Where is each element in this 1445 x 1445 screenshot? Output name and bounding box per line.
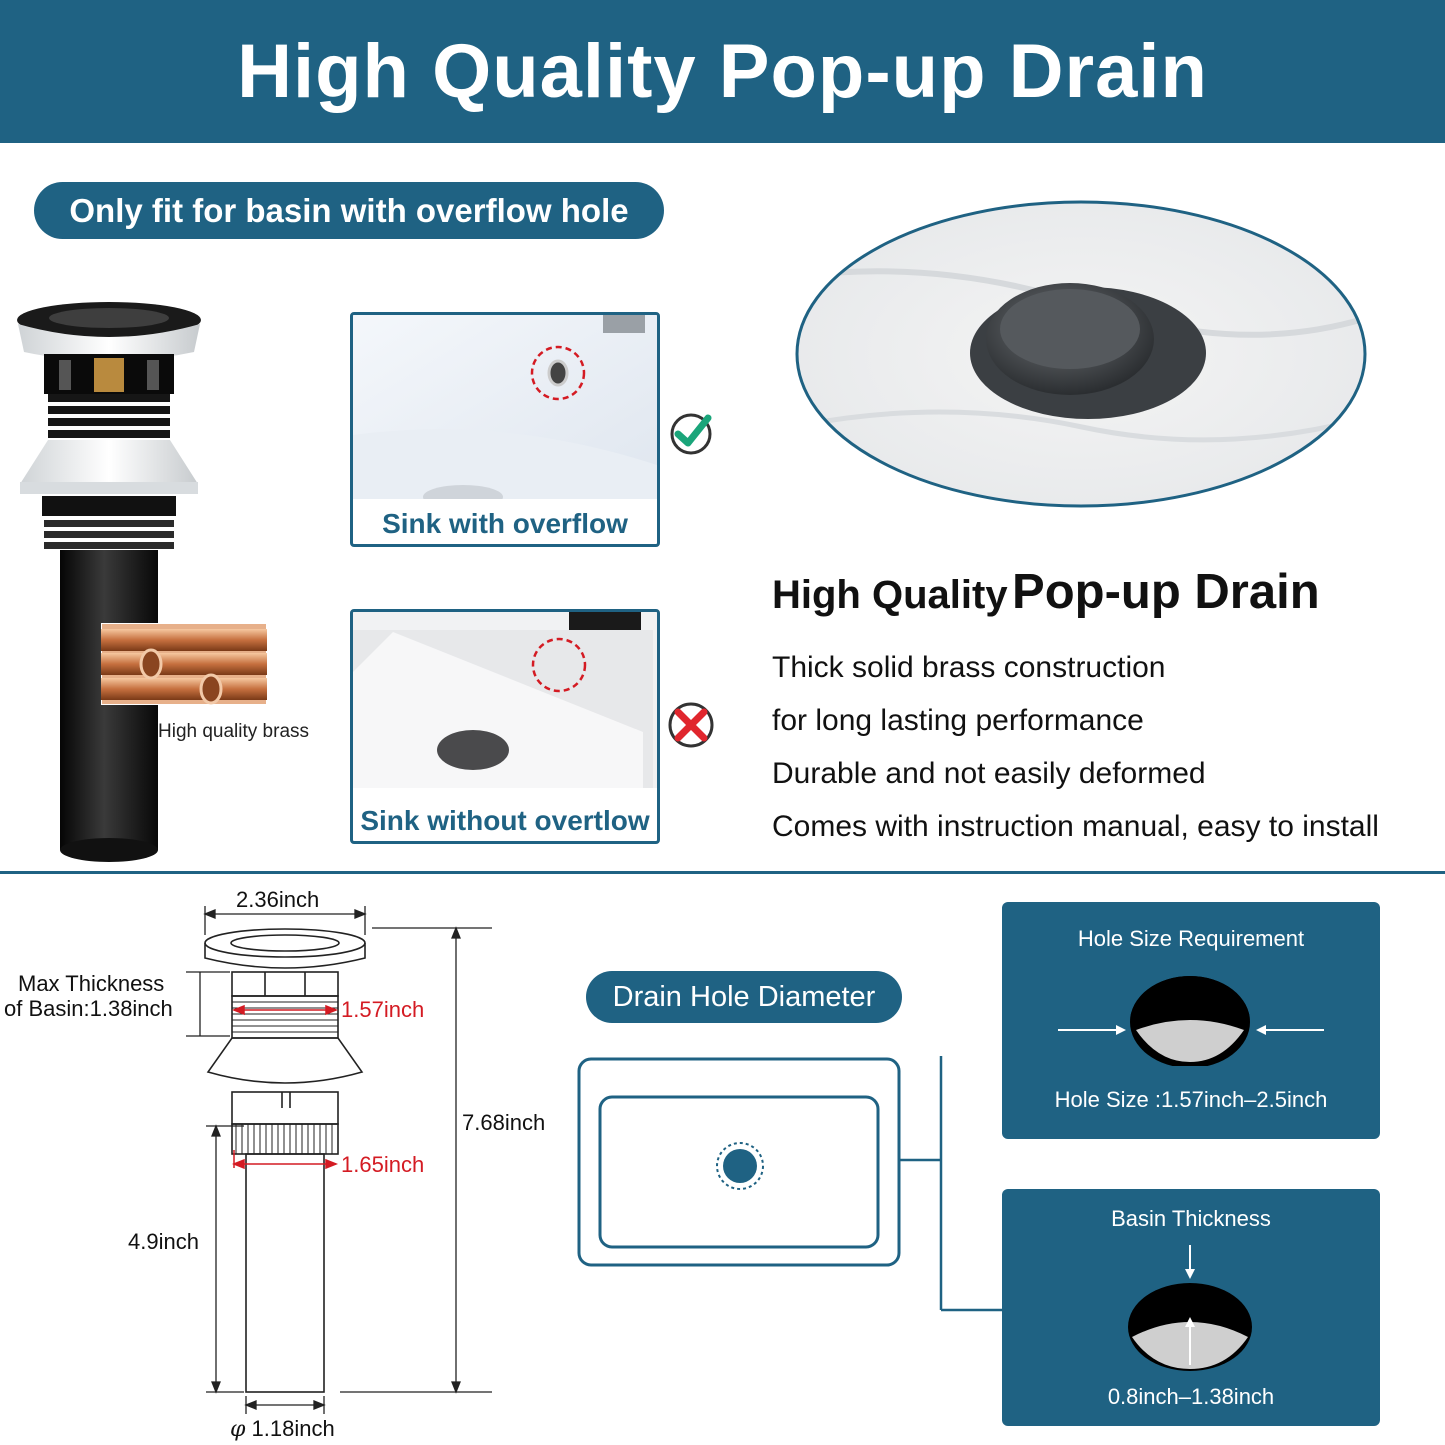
basin-thickness-value: 0.8inch–1.38inch [1107,1384,1275,1409]
sink-without-overflow-label: Sink without overtlow [360,805,650,836]
hole-size-diagram [1058,976,1324,1066]
hole-size-title: Hole Size Requirement [1077,926,1305,951]
features-heading-large: Pop-up Drain [1012,565,1320,619]
dim-total-height: 7.68inch [462,1110,546,1135]
feature-line: for long lasting performance [772,704,1144,737]
sink-with-overflow-photo [353,315,657,499]
page-title: High Quality Pop-up Drain [237,29,1208,114]
sink-without-overflow-card: Sink without overtlow [350,609,660,844]
drain-closeup-image [795,200,1367,508]
dim-tail-length: 4.9inch [128,1229,199,1254]
brass-label: High quality brass [158,721,310,742]
hole-size-card: Hole Size Requirement Hole Size :1.57inc… [1002,902,1380,1139]
hole-size-value: Hole Size :1.57inch–2.5inch [1054,1087,1328,1112]
basin-thickness-diagram [1128,1245,1252,1371]
drain-hole-diameter-badge: Drain Hole Diameter [586,971,902,1023]
section-divider [0,871,1445,874]
dim-thread-diameter: 1.57inch [341,997,425,1022]
dim-top-width: 2.36inch [236,887,320,912]
feature-line: Durable and not easily deformed [772,757,1206,790]
sink-with-overflow-card: Sink with overflow [350,312,660,547]
features-heading: High Quality Pop-up Drain [772,564,1320,620]
fit-note-badge: Only fit for basin with overflow hole [34,182,664,239]
header-banner: High Quality Pop-up Drain [0,0,1445,143]
sink-with-overflow-label: Sink with overflow [382,508,628,539]
cross-icon [668,702,714,748]
dim-tail-diameter-value: 1.18inch [251,1416,335,1441]
basin-thickness-title: Basin Thickness [1111,1206,1271,1231]
dim-max-thickness-line2: of Basin:1.38inch [4,996,173,1021]
dim-nut-diameter: 1.65inch [341,1152,425,1177]
drain-product-image [17,302,201,862]
check-icon [670,413,712,455]
dim-max-thickness-line1: Max Thickness [18,971,165,996]
drain-dimension-drawing [186,906,492,1414]
feature-line: Comes with instruction manual, easy to i… [772,810,1379,843]
basin-thickness-card: Basin Thickness 0.8inch–1.38inch [1002,1189,1380,1426]
features-heading-small: High Quality [772,573,1008,617]
feature-line: Thick solid brass construction [772,651,1166,684]
diameter-symbol: φ [230,1417,246,1442]
brass-pipes-image [101,623,267,705]
dim-tail-diameter: φ 1.18inch [230,1416,335,1442]
sink-without-overflow-photo [353,612,657,788]
basin-top-view-diagram [577,1056,1004,1312]
